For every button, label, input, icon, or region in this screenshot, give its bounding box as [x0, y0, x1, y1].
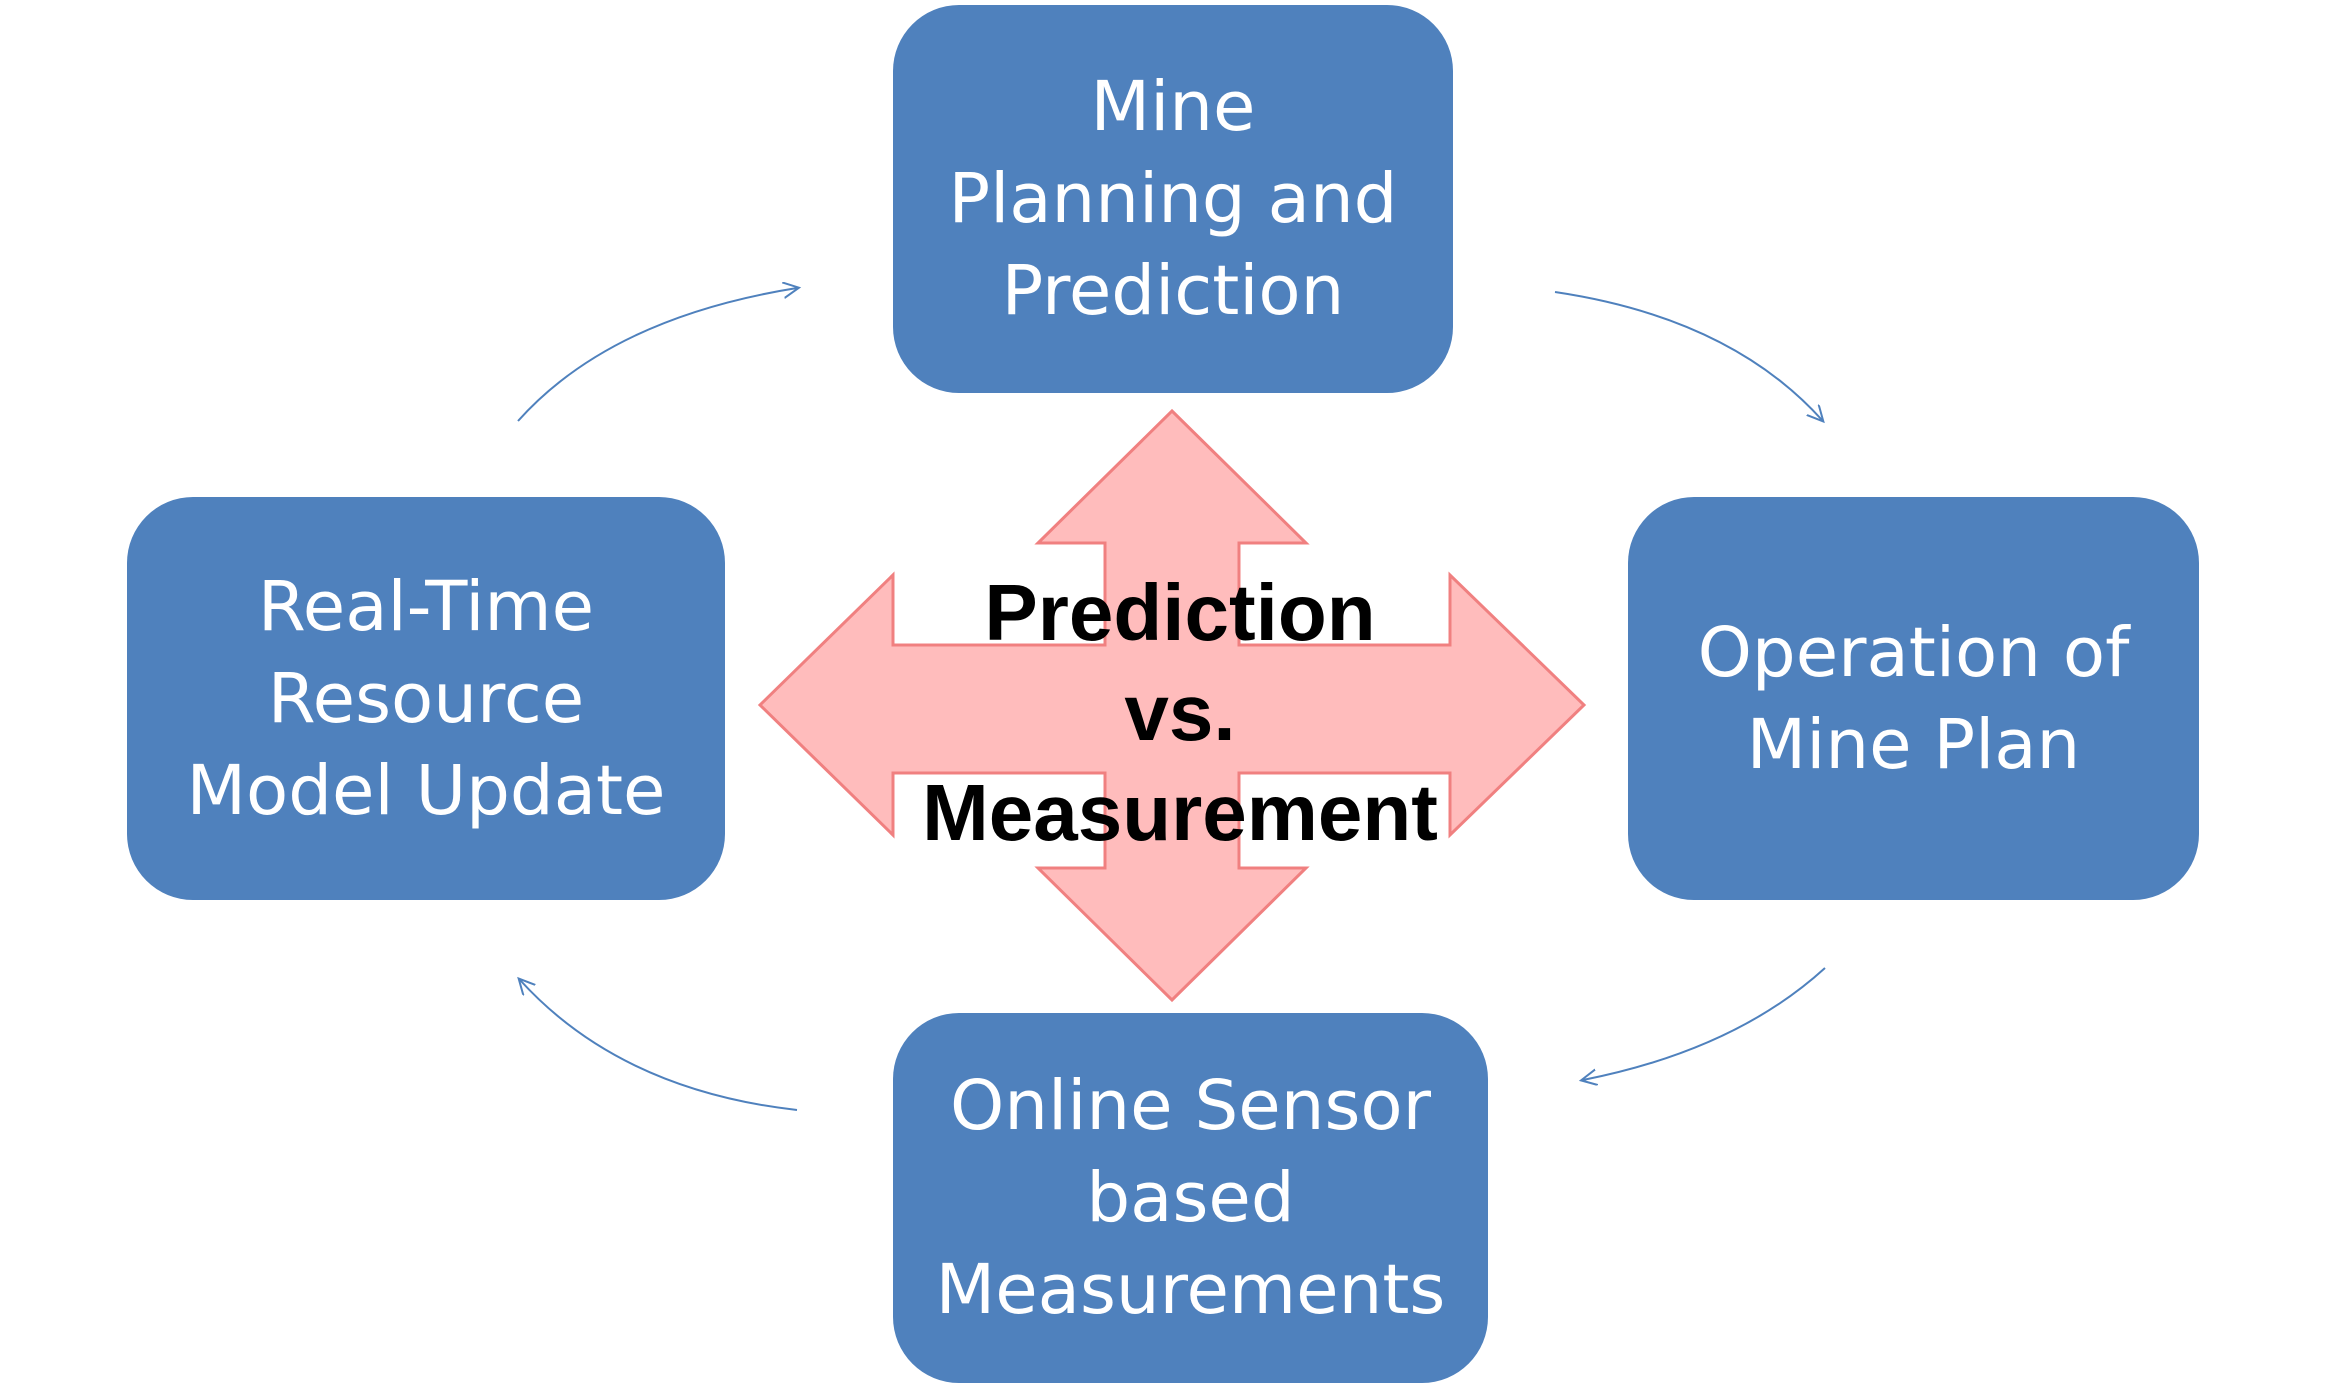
node-operation-label: Operation of Mine Plan	[1697, 612, 2130, 785]
cycle-arrow-left-to-top	[517, 288, 797, 422]
cycle-arrow-top-to-right	[1554, 291, 1822, 420]
node-real-time-resource-model-update: Real-Time Resource Model Update	[127, 497, 725, 900]
node-online-sensor-label: Online Sensor based Measurements	[935, 1066, 1446, 1330]
node-operation-of-mine-plan: Operation of Mine Plan	[1628, 497, 2199, 900]
center-label: Prediction vs. Measurement	[922, 568, 1438, 857]
node-mine-planning-label: Mine Planning and Prediction	[948, 67, 1398, 331]
node-online-sensor-measurements: Online Sensor based Measurements	[893, 1013, 1488, 1383]
cycle-arrow-right-to-bottom	[1583, 967, 1826, 1080]
node-resource-model-label: Real-Time Resource Model Update	[186, 566, 666, 831]
node-mine-planning: Mine Planning and Prediction	[893, 5, 1453, 393]
four-way-arrow	[757, 408, 1587, 1003]
cycle-arrow-bottom-to-left	[520, 980, 798, 1111]
